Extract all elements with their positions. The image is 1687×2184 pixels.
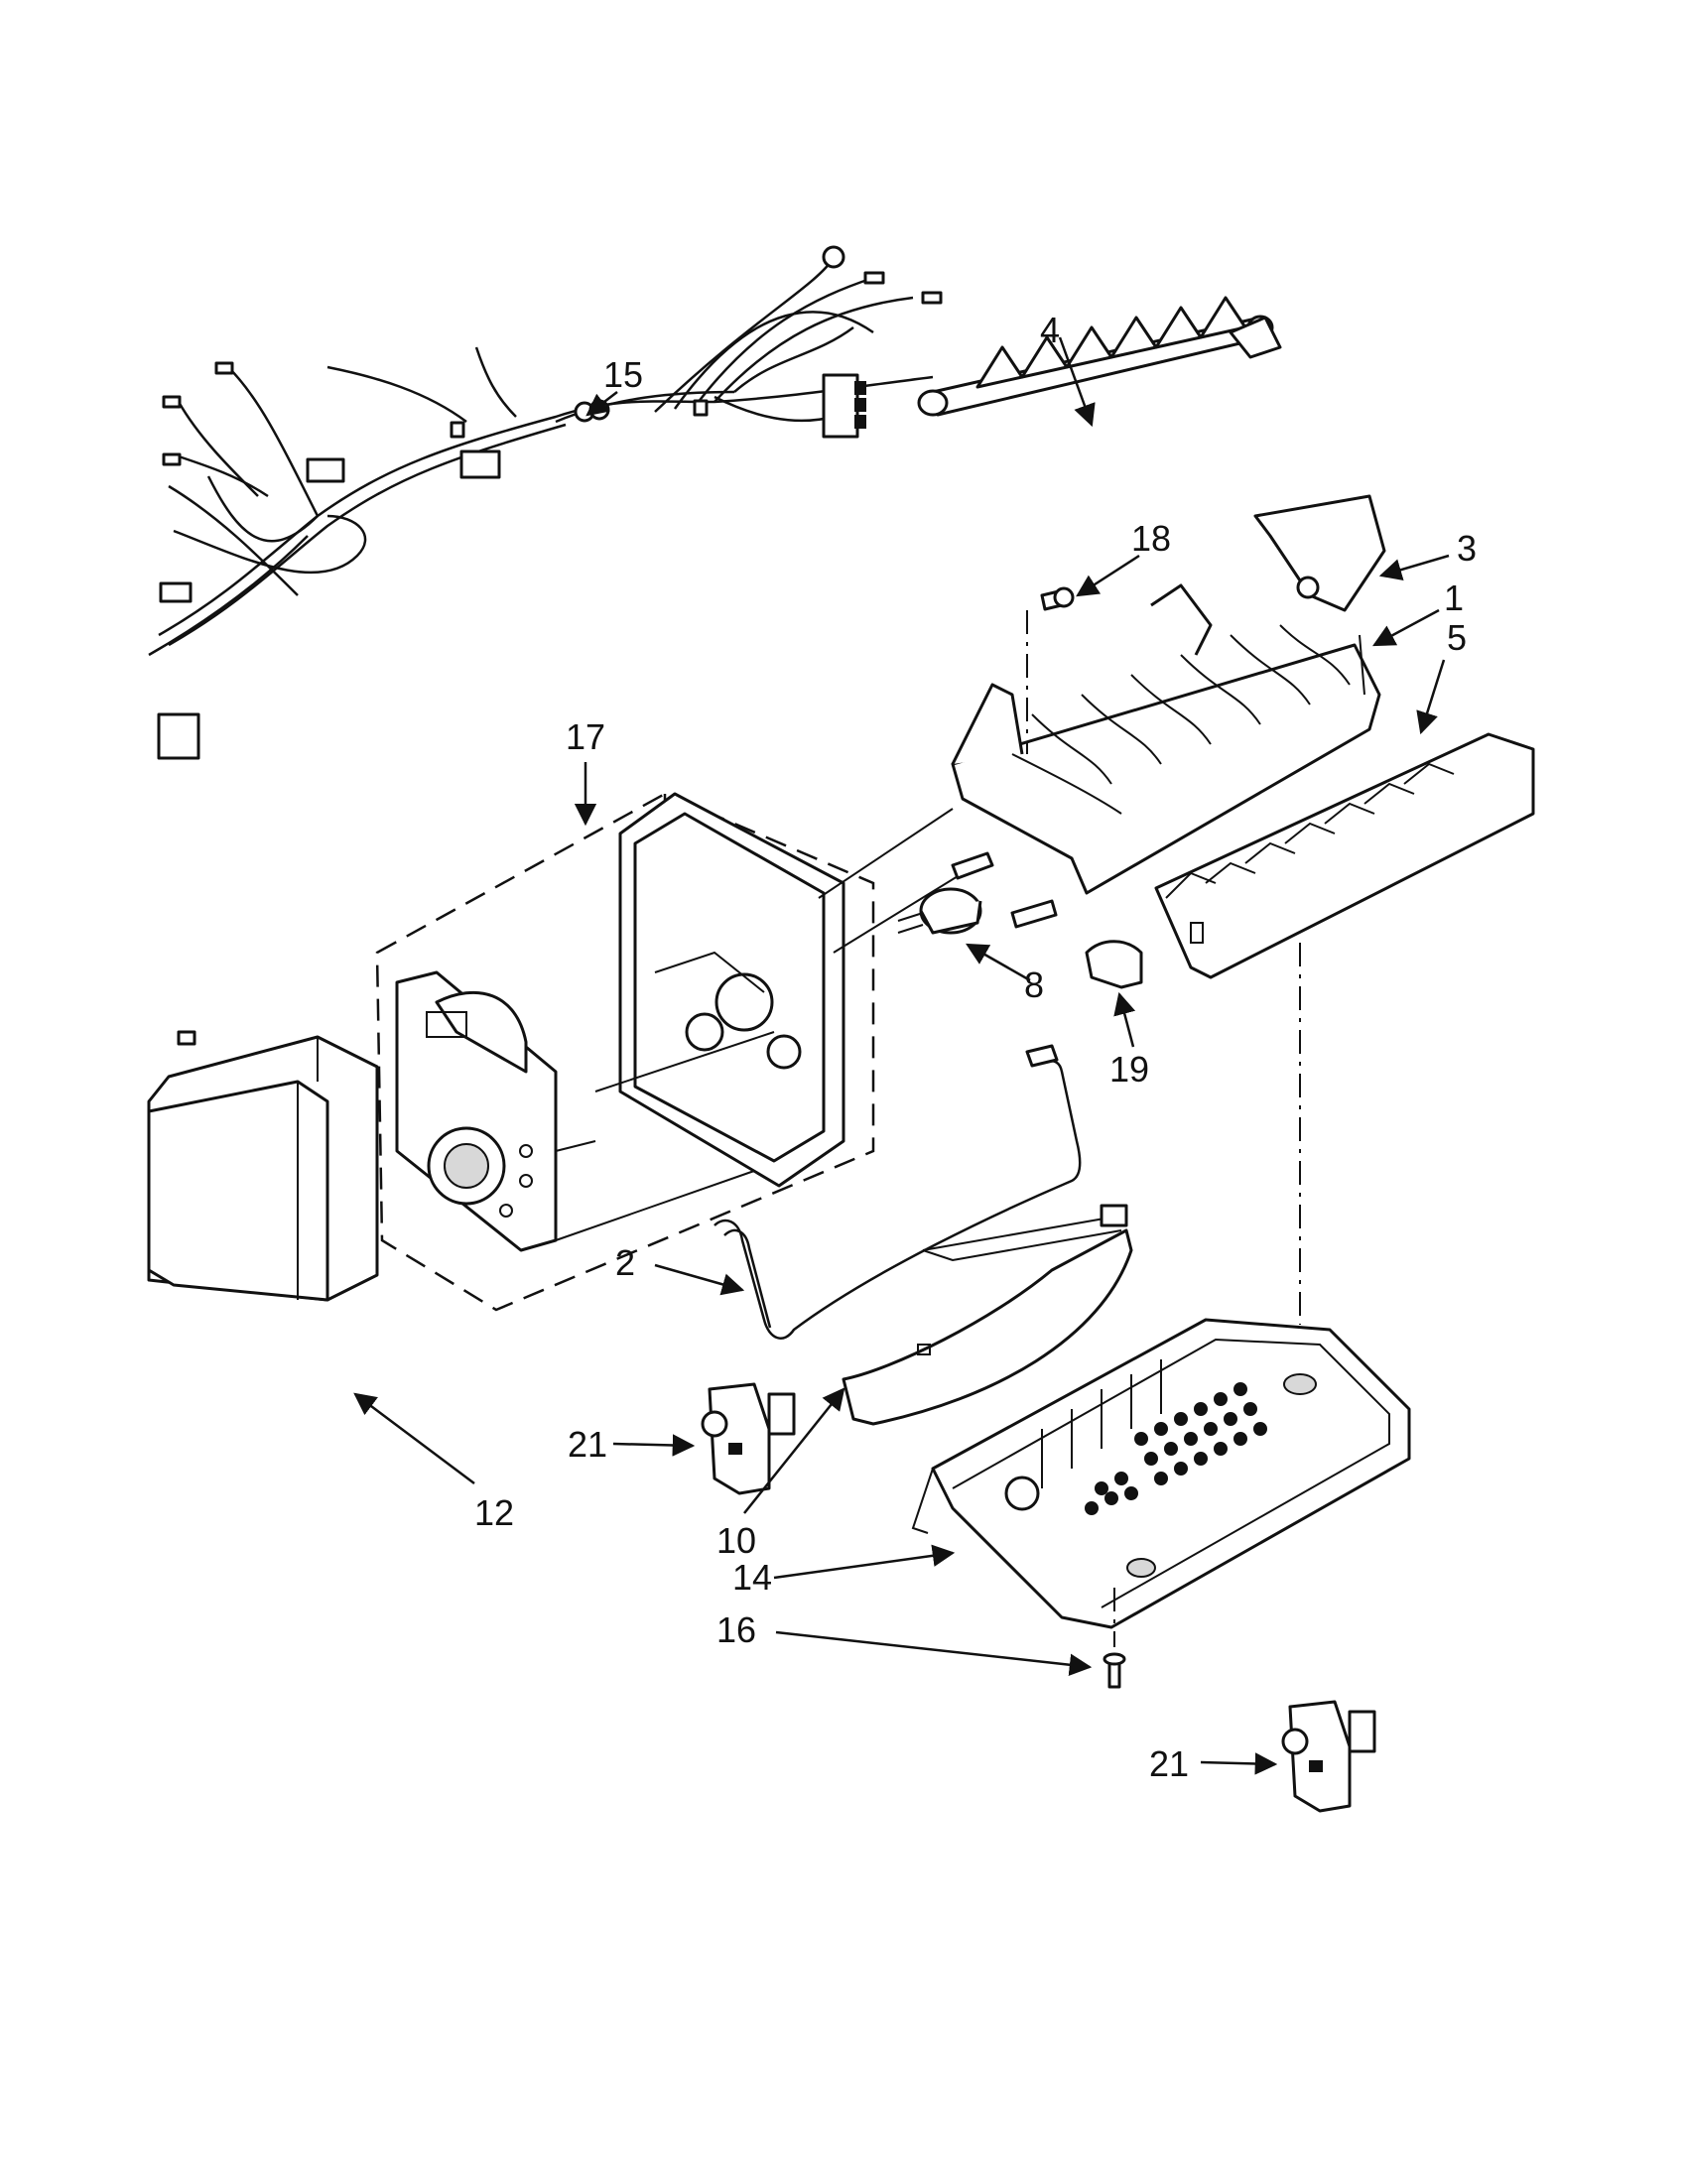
control-module xyxy=(375,792,964,1312)
screw-16 xyxy=(1103,1652,1126,1689)
callout-19: 19 xyxy=(1109,1049,1149,1090)
callout-8: 8 xyxy=(1024,964,1044,1005)
leader-1 xyxy=(1372,608,1440,647)
stripper xyxy=(1253,494,1386,612)
shutoff-arm xyxy=(714,1044,1082,1340)
leader-5 xyxy=(1416,659,1446,735)
ice-tray xyxy=(911,1318,1411,1629)
leader-18 xyxy=(1076,554,1140,597)
ice-mold xyxy=(951,583,1381,895)
water-valve-lower xyxy=(1281,1700,1376,1813)
leader-14 xyxy=(773,1544,956,1580)
leader-3 xyxy=(1378,554,1450,581)
callout-18: 18 xyxy=(1131,518,1171,559)
callout-17: 17 xyxy=(566,716,605,757)
mold-cover xyxy=(1154,732,1535,979)
callout-21-upper: 21 xyxy=(568,1424,607,1465)
callout-4: 4 xyxy=(1040,310,1060,350)
ejector-assembly xyxy=(917,296,1282,417)
water-valve-upper xyxy=(701,1382,796,1495)
callout-1: 1 xyxy=(1444,578,1464,618)
tray-pins xyxy=(1085,1382,1267,1515)
leader-10 xyxy=(743,1387,845,1514)
callout-15: 15 xyxy=(603,354,643,395)
callout-10: 10 xyxy=(716,1520,756,1561)
callout-21-lower: 21 xyxy=(1149,1743,1189,1784)
front-cover xyxy=(147,1030,379,1302)
leader-4 xyxy=(1058,336,1096,428)
callout-12: 12 xyxy=(474,1492,514,1533)
leader-19 xyxy=(1113,991,1136,1048)
screw-18 xyxy=(1040,586,1075,611)
callout-14: 14 xyxy=(732,1557,772,1598)
thermostat xyxy=(897,851,1058,935)
leader-8 xyxy=(966,943,1031,982)
clip xyxy=(1085,940,1143,989)
leader-12 xyxy=(353,1392,475,1484)
callout-16: 16 xyxy=(716,1609,756,1650)
leader-16 xyxy=(775,1630,1093,1676)
leader-2 xyxy=(654,1263,745,1296)
callout-3: 3 xyxy=(1457,528,1477,569)
leader-21a xyxy=(612,1434,696,1457)
callout-2: 2 xyxy=(615,1242,635,1283)
leader-15 xyxy=(585,391,618,417)
callout-5: 5 xyxy=(1447,617,1467,658)
shutoff-paddle xyxy=(842,1204,1133,1426)
wire-harness xyxy=(148,245,943,760)
leader-21b xyxy=(1200,1752,1278,1775)
